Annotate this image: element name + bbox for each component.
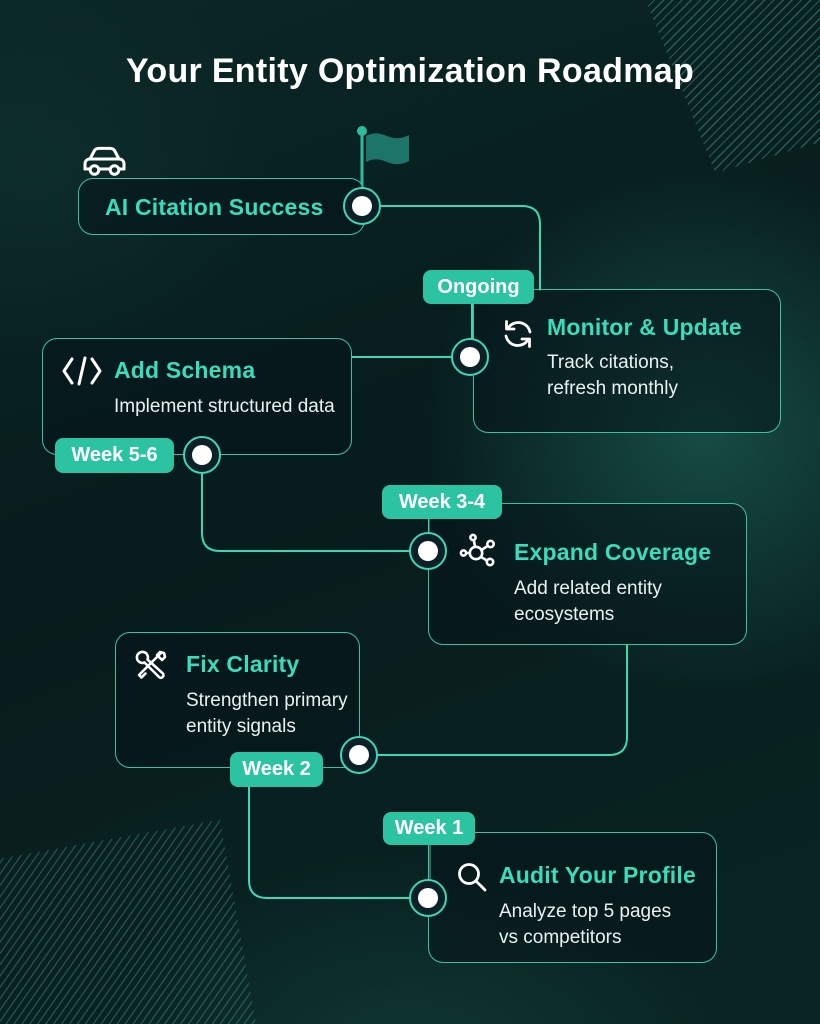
milestone-card-audit: Audit Your Profile Analyze top 5 pages v… — [428, 832, 717, 963]
milestone-desc: Add related entity ecosystems — [514, 576, 662, 628]
milestone-desc: Analyze top 5 pages vs competitors — [499, 899, 671, 951]
badge-week-1: Week 1 — [383, 812, 475, 845]
tools-icon — [135, 650, 167, 680]
flag-pole-dot — [357, 126, 367, 136]
badge-week-2: Week 2 — [230, 752, 323, 787]
badge-week-3-4: Week 3-4 — [382, 485, 502, 519]
code-icon — [62, 356, 102, 386]
flag-icon — [366, 133, 409, 165]
milestone-desc: Strengthen primary entity signals — [186, 688, 348, 740]
milestone-card-monitor: Monitor & Update Track citations, refres… — [473, 289, 781, 433]
desc-line: Track citations, — [547, 352, 675, 373]
milestone-title: Audit Your Profile — [499, 862, 696, 888]
badge-week-5-6: Week 5-6 — [55, 438, 174, 473]
milestone-node-expand — [409, 532, 447, 570]
milestone-title: Add Schema — [114, 357, 256, 383]
search-icon — [458, 863, 487, 892]
milestone-card-success: AI Citation Success — [78, 178, 365, 235]
path-expand-to-clarity — [374, 644, 628, 756]
desc-line: refresh monthly — [547, 378, 678, 399]
refresh-icon — [504, 320, 532, 348]
network-icon — [459, 533, 495, 567]
milestone-node-clarity — [340, 736, 378, 774]
badge-ongoing: Ongoing — [423, 270, 534, 304]
milestone-desc: Track citations, refresh monthly — [547, 350, 678, 402]
desc-line: vs competitors — [499, 927, 622, 948]
path-week2-badge-to-audit — [248, 785, 413, 899]
milestone-node-monitor — [451, 338, 489, 376]
car-icon — [83, 146, 126, 176]
desc-line: Implement structured data — [114, 396, 335, 417]
milestone-desc: Implement structured data — [114, 394, 335, 420]
milestone-title: Expand Coverage — [514, 539, 712, 565]
page-title: Your Entity Optimization Roadmap — [125, 52, 695, 90]
milestone-title: Fix Clarity — [186, 651, 300, 677]
desc-line: ecosystems — [514, 604, 615, 625]
desc-line: Add related entity — [514, 578, 662, 599]
milestone-card-clarity: Fix Clarity Strengthen primary entity si… — [115, 632, 360, 768]
milestone-title: AI Citation Success — [105, 194, 324, 220]
milestone-card-expand: Expand Coverage Add related entity ecosy… — [428, 503, 747, 645]
milestone-node-success — [343, 187, 381, 225]
desc-line: entity signals — [186, 716, 296, 737]
desc-line: Analyze top 5 pages — [499, 901, 672, 922]
milestone-node-schema — [183, 436, 221, 474]
milestone-title: Monitor & Update — [547, 314, 742, 340]
path-schema-to-expand — [201, 469, 411, 552]
milestone-node-audit — [409, 879, 447, 917]
desc-line: Strengthen primary — [186, 690, 348, 711]
path-success-to-monitor — [380, 205, 541, 291]
